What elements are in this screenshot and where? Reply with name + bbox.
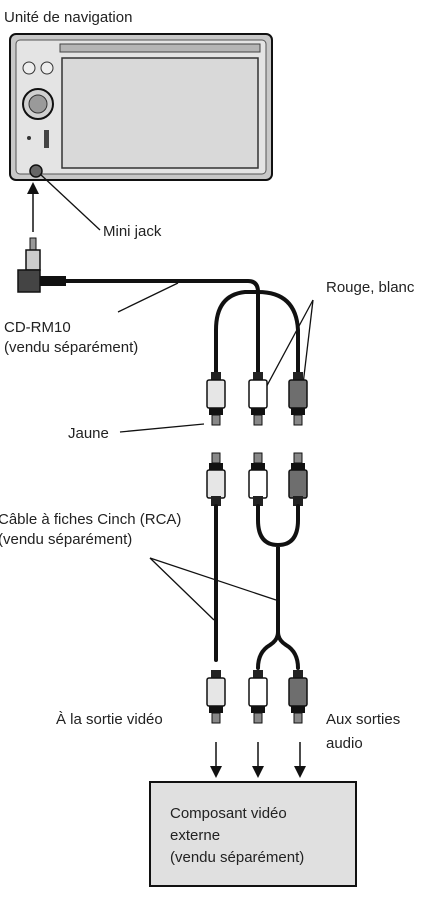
- rca-plug-white-top: [248, 452, 268, 507]
- mini-jack-leader: [39, 173, 101, 231]
- cd-rm10-branch-yellow: [214, 290, 260, 374]
- mini-jack-port-icon: [29, 164, 43, 178]
- rca-cable-audio: [256, 504, 300, 670]
- cd-rm10-plug-yellow: [206, 371, 226, 426]
- external-line2: externe: [170, 827, 220, 844]
- external-line3: (vendu séparément): [170, 849, 304, 866]
- nav-unit-label: Unité de navigation: [4, 9, 132, 26]
- red-leader: [301, 299, 314, 394]
- cd-rm10-label: CD-RM10: [4, 319, 71, 336]
- rca-plug-red-bottom: [288, 669, 308, 724]
- navigation-unit: [9, 33, 273, 181]
- rca-plug-red-top: [288, 452, 308, 507]
- rca-plug-white-bottom: [248, 669, 268, 724]
- indicator-dot: [27, 136, 31, 140]
- cinch-sub-label: (vendu séparément): [0, 531, 132, 548]
- audio-out-sub-label: audio: [326, 735, 363, 752]
- jaune-leader: [119, 423, 205, 433]
- rca-plug-yellow-top: [206, 452, 226, 507]
- mini-jack-label: Mini jack: [103, 223, 162, 240]
- cinch-leader-video: [149, 557, 215, 621]
- cinch-label: Câble à fiches Cinch (RCA): [0, 511, 181, 528]
- unit-screen: [61, 57, 259, 169]
- cd-rm10-plug-red: [288, 371, 308, 426]
- cd-rm10-plug-white: [248, 371, 268, 426]
- video-out-label: À la sortie vidéo: [56, 711, 163, 728]
- mini-jack-plug: [17, 237, 66, 293]
- disc-slot: [59, 43, 261, 53]
- audio-out-label: Aux sorties: [326, 711, 400, 728]
- white-leader: [262, 299, 314, 394]
- unit-button-2-icon: [40, 61, 54, 75]
- cd-rm10-cable: [64, 279, 260, 374]
- external-line1: Composant vidéo: [170, 805, 287, 822]
- volume-knob-center: [28, 94, 48, 114]
- cd-rm10-branch-red: [256, 290, 300, 374]
- external-component-box: [149, 781, 357, 887]
- unit-button-1-icon: [22, 61, 36, 75]
- cd-rm10-leader: [117, 282, 179, 313]
- cd-rm10-sub-label: (vendu séparément): [4, 339, 138, 356]
- cinch-leader-audio: [149, 557, 277, 601]
- rouge-blanc-label: Rouge, blanc: [326, 279, 415, 296]
- jaune-label: Jaune: [68, 425, 109, 442]
- sd-slot: [44, 130, 49, 148]
- rca-plug-video-bottom: [206, 669, 226, 724]
